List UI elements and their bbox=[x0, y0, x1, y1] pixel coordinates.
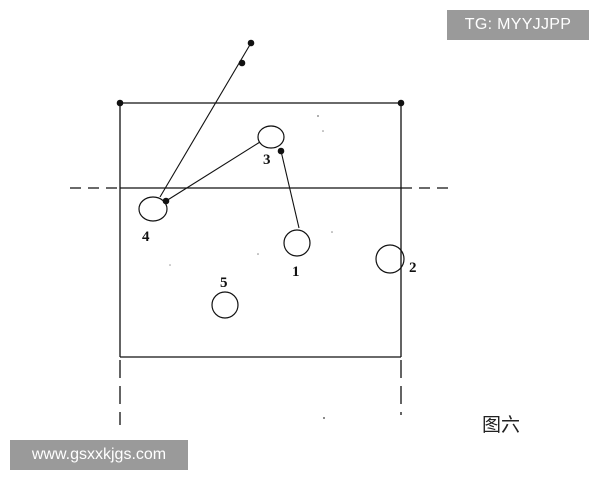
watermark-top: TG: MYYJJPP bbox=[447, 10, 589, 40]
player-5-marker bbox=[211, 291, 239, 319]
attack-line-4-out bbox=[159, 42, 252, 198]
figure-caption: 图六 bbox=[482, 414, 521, 436]
corner-dot-right bbox=[397, 99, 405, 107]
speck bbox=[257, 253, 259, 255]
player-3-marker bbox=[257, 125, 285, 149]
player-2-label: 2 bbox=[409, 260, 417, 276]
player-2-marker bbox=[375, 244, 405, 274]
player-2: 2 bbox=[375, 244, 417, 276]
player-4-marker bbox=[138, 196, 168, 222]
player-4: 4 bbox=[138, 196, 168, 245]
speck bbox=[169, 264, 171, 266]
run-line-3-to-1 bbox=[280, 150, 300, 229]
player-3: 3 bbox=[257, 125, 285, 168]
player-1: 1 bbox=[283, 229, 311, 280]
player-3-label: 3 bbox=[263, 152, 271, 168]
player-5: 5 bbox=[211, 275, 239, 319]
point-dot-top bbox=[247, 39, 255, 47]
speck bbox=[331, 231, 333, 233]
point-dot-upper bbox=[238, 59, 246, 67]
corner-dot-left bbox=[116, 99, 124, 107]
player-1-label: 1 bbox=[292, 264, 300, 280]
speck bbox=[322, 130, 324, 132]
speck bbox=[323, 417, 325, 419]
point-dot-near-3 bbox=[277, 147, 285, 155]
player-5-label: 5 bbox=[220, 275, 228, 291]
watermark-bottom: www.gsxxkjgs.com bbox=[10, 440, 188, 470]
player-4-label: 4 bbox=[142, 229, 150, 245]
pass-line-4-to-3 bbox=[165, 141, 261, 202]
player-1-marker bbox=[283, 229, 311, 257]
speck bbox=[317, 115, 319, 117]
